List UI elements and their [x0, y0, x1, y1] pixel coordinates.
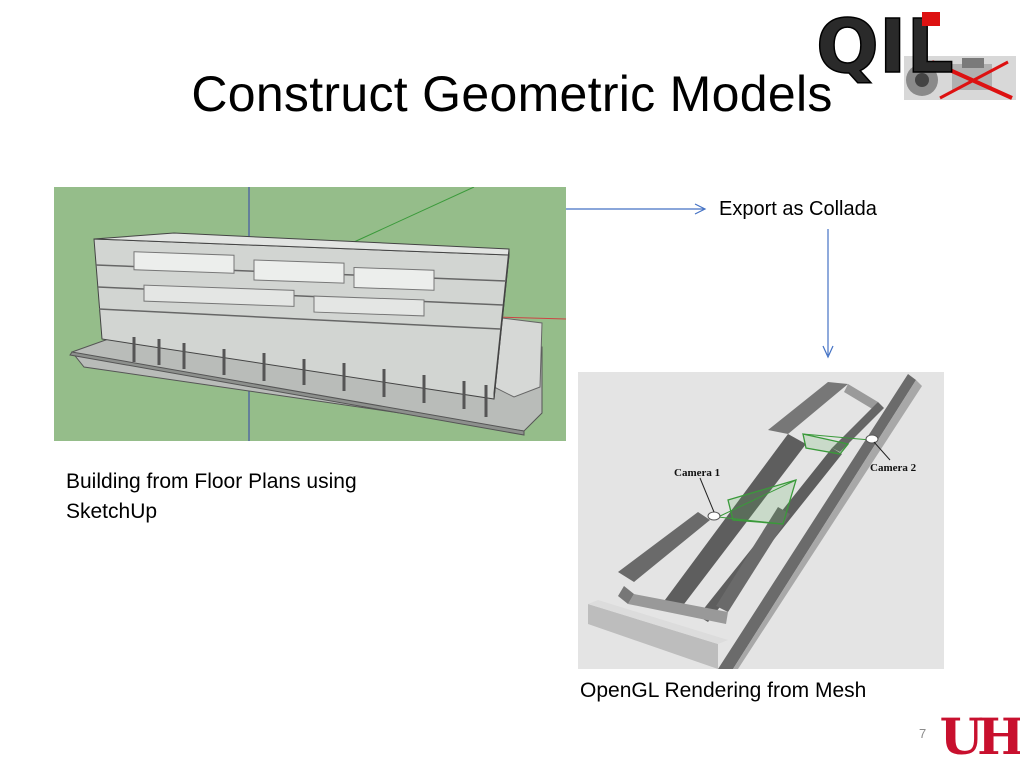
- left-caption: Building from Floor Plans using SketchUp: [66, 470, 357, 523]
- uh-logo: UH: [938, 702, 1020, 764]
- svg-text:UH: UH: [940, 707, 1020, 764]
- svg-text:Camera 1: Camera 1: [674, 467, 720, 479]
- export-arrow: [566, 202, 710, 216]
- render-arrow: [820, 229, 836, 359]
- page-number: 7: [919, 726, 927, 741]
- qil-logo: QIL: [812, 2, 1020, 102]
- svg-text:Camera 2: Camera 2: [870, 462, 917, 474]
- slide-title: Construct Geometric Models: [191, 66, 833, 122]
- right-caption: OpenGL Rendering from Mesh: [580, 679, 867, 702]
- opengl-render-image: Camera 1 Camera 2: [578, 372, 944, 669]
- sketchup-image: [54, 187, 566, 441]
- export-label: Export as Collada: [719, 198, 877, 220]
